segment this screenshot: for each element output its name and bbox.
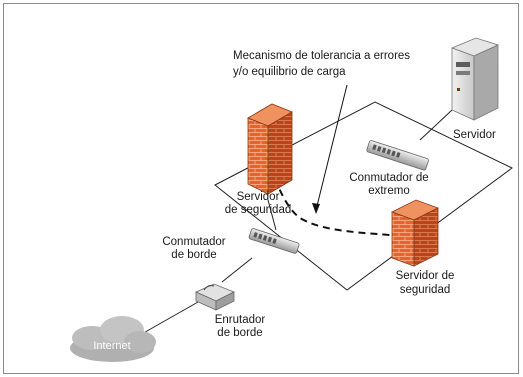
internet-cloud-icon [70,316,156,362]
border-switch-line2: de borde [171,249,217,261]
network-links [139,101,513,336]
security-server-right-line1: Servidor de [395,270,455,282]
router-label-line2: de borde [217,327,263,339]
firewall-brick-icon [247,103,293,195]
router-label-line1: Enrutador [214,314,266,326]
link-border-switch-router [221,257,253,283]
server-tower-icon [450,37,500,121]
link-diamond [214,101,513,291]
server-label: Servidor [453,129,496,141]
security-server-left-line2: de seguridad [224,204,292,216]
link-router-internet [139,301,199,336]
link-firewall-border-switch [267,199,277,231]
border-switch-line1: Conmutador [162,236,226,248]
edge-switch-label-line1: Conmutador de [349,172,429,184]
network-switch-icon [248,228,300,254]
security-server-left-line1: Servidor [236,191,280,203]
firewall-brick-icon [390,199,440,267]
network-switch-icon [366,140,429,171]
link-server-switch [419,109,453,141]
internet-label: Internet [93,340,131,352]
annotation-arrow [312,84,348,214]
security-server-right-line2: seguridad [399,284,451,296]
mechanism-annotation-line2: y/o equilibrio de carga [233,66,346,78]
mechanism-annotation-line1: Mecanismo de tolerancia a errores [233,50,411,62]
edge-switch-label-line2: extremo [368,185,410,197]
router-icon [195,283,235,311]
